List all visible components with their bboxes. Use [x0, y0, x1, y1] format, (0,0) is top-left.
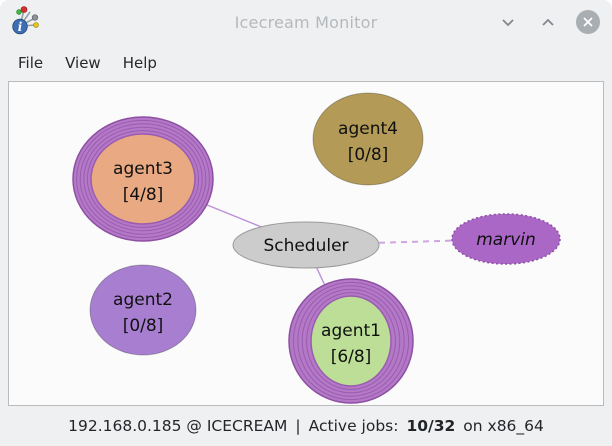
node-body [90, 133, 196, 225]
status-separator: | [295, 417, 301, 435]
chevron-down-icon [502, 19, 514, 27]
node-label: Scheduler [263, 236, 348, 256]
node-body [232, 221, 380, 269]
node-scheduler[interactable]: Scheduler [232, 221, 380, 269]
chevron-up-icon [542, 18, 554, 26]
load-ring-line [297, 285, 405, 397]
node-body [451, 213, 561, 265]
minimize-button[interactable] [496, 10, 520, 34]
node-body [310, 295, 392, 387]
load-ring-line [83, 126, 203, 232]
status-jobs-suffix: on x86_64 [463, 417, 544, 435]
menu-file[interactable]: File [18, 53, 44, 72]
close-button[interactable] [576, 10, 600, 34]
status-jobs-label: Active jobs: [308, 417, 399, 435]
load-ring-line [306, 292, 396, 390]
status-jobs-value: 10/32 [406, 417, 456, 435]
graph-canvas[interactable]: Scheduler agent4 [0/8] agent3 [4/8] agent2 [0/… [8, 81, 604, 406]
node-marvin[interactable]: marvin [451, 213, 561, 265]
load-ring-line [76, 119, 210, 239]
node-jobs: [4/8] [123, 185, 164, 205]
node-body [89, 264, 197, 356]
window-controls [496, 0, 600, 44]
load-ring-line [79, 123, 207, 235]
node-label: marvin [476, 230, 536, 250]
node-jobs: [0/8] [348, 145, 389, 165]
icemon-app-icon: i [10, 5, 42, 37]
status-network: 192.168.0.185 @ ICECREAM [68, 417, 288, 435]
node-agent2[interactable]: agent2 [0/8] [89, 264, 197, 356]
node-label: agent1 [321, 321, 381, 341]
node-label: agent4 [338, 119, 398, 139]
node-label: agent3 [113, 159, 173, 179]
menu-help[interactable]: Help [122, 53, 157, 72]
node-agent4[interactable]: agent4 [0/8] [312, 92, 424, 186]
node-jobs: [6/8] [331, 347, 372, 367]
titlebar[interactable]: i Icecream Monitor [0, 0, 612, 44]
load-ring-line [301, 288, 401, 394]
node-label: agent2 [113, 290, 173, 310]
load-ring-line [292, 281, 410, 401]
maximize-button[interactable] [536, 10, 560, 34]
node-agent1[interactable]: agent1 [6/8] [288, 278, 414, 404]
close-icon [583, 17, 593, 27]
menu-view[interactable]: View [65, 53, 101, 72]
node-jobs: [0/8] [123, 316, 164, 336]
node-agent3[interactable]: agent3 [4/8] [72, 116, 214, 242]
load-ring-line [86, 130, 200, 228]
window-title: Icecream Monitor [234, 12, 378, 32]
node-body [312, 92, 424, 186]
svg-text:i: i [18, 20, 23, 34]
statusbar: 192.168.0.185 @ ICECREAM | Active jobs: … [0, 406, 612, 446]
menubar: File View Help [0, 44, 612, 81]
